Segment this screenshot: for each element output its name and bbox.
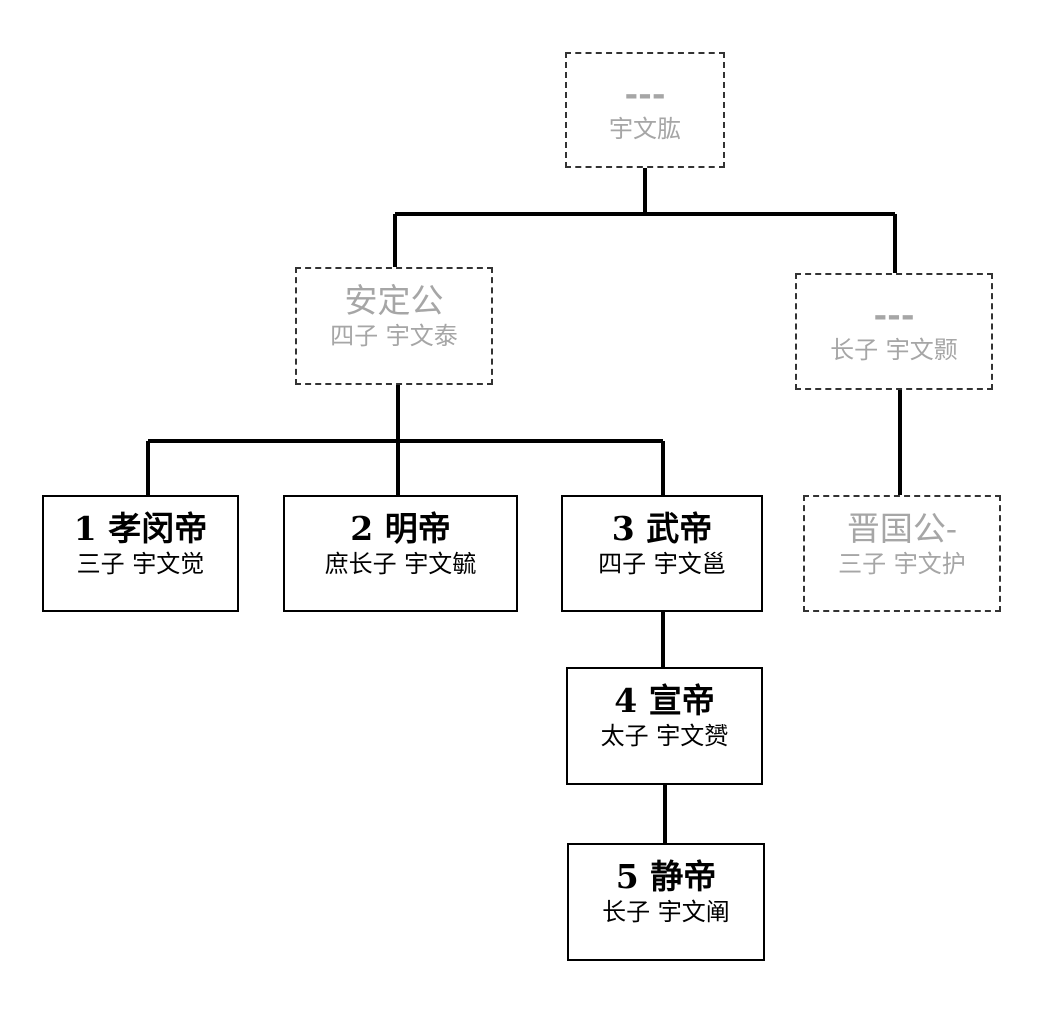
node-anding-gong: 安定公 四子 宇文泰 — [295, 267, 493, 385]
node-subtitle: 三子 宇文护 — [838, 550, 966, 578]
node-yuwen-gong: --- 宇文肱 — [565, 52, 725, 168]
node-subtitle: 庶长子 宇文毓 — [324, 550, 477, 578]
node-subtitle: 四子 宇文邕 — [598, 550, 726, 578]
node-title: 3 武帝 — [611, 509, 713, 548]
node-title: 晋国公- — [846, 509, 958, 548]
node-wu-di: 3 武帝 四子 宇文邕 — [561, 495, 763, 612]
node-subtitle: 三子 宇文觉 — [76, 550, 205, 578]
node-title: 1 孝闵帝 — [73, 509, 208, 548]
node-subtitle: 长子 宇文颢 — [830, 336, 958, 364]
node-jing-di: 5 静帝 长子 宇文阐 — [567, 843, 765, 961]
node-title: --- — [624, 74, 666, 113]
node-title: 4 宣帝 — [614, 681, 715, 720]
node-title: --- — [873, 295, 915, 334]
node-yuwen-hao: --- 长子 宇文颢 — [795, 273, 993, 390]
node-xuan-di: 4 宣帝 太子 宇文赟 — [566, 667, 763, 785]
node-xiaomin-di: 1 孝闵帝 三子 宇文觉 — [42, 495, 239, 612]
node-ming-di: 2 明帝 庶长子 宇文毓 — [283, 495, 518, 612]
node-title: 安定公 — [344, 281, 444, 320]
node-subtitle: 长子 宇文阐 — [602, 898, 730, 926]
node-subtitle: 太子 宇文赟 — [600, 722, 729, 750]
node-subtitle: 宇文肱 — [609, 115, 681, 143]
node-jinguo-gong: 晋国公- 三子 宇文护 — [803, 495, 1001, 612]
node-title: 5 静帝 — [615, 857, 717, 896]
node-title: 2 明帝 — [350, 509, 451, 548]
node-subtitle: 四子 宇文泰 — [330, 322, 458, 350]
